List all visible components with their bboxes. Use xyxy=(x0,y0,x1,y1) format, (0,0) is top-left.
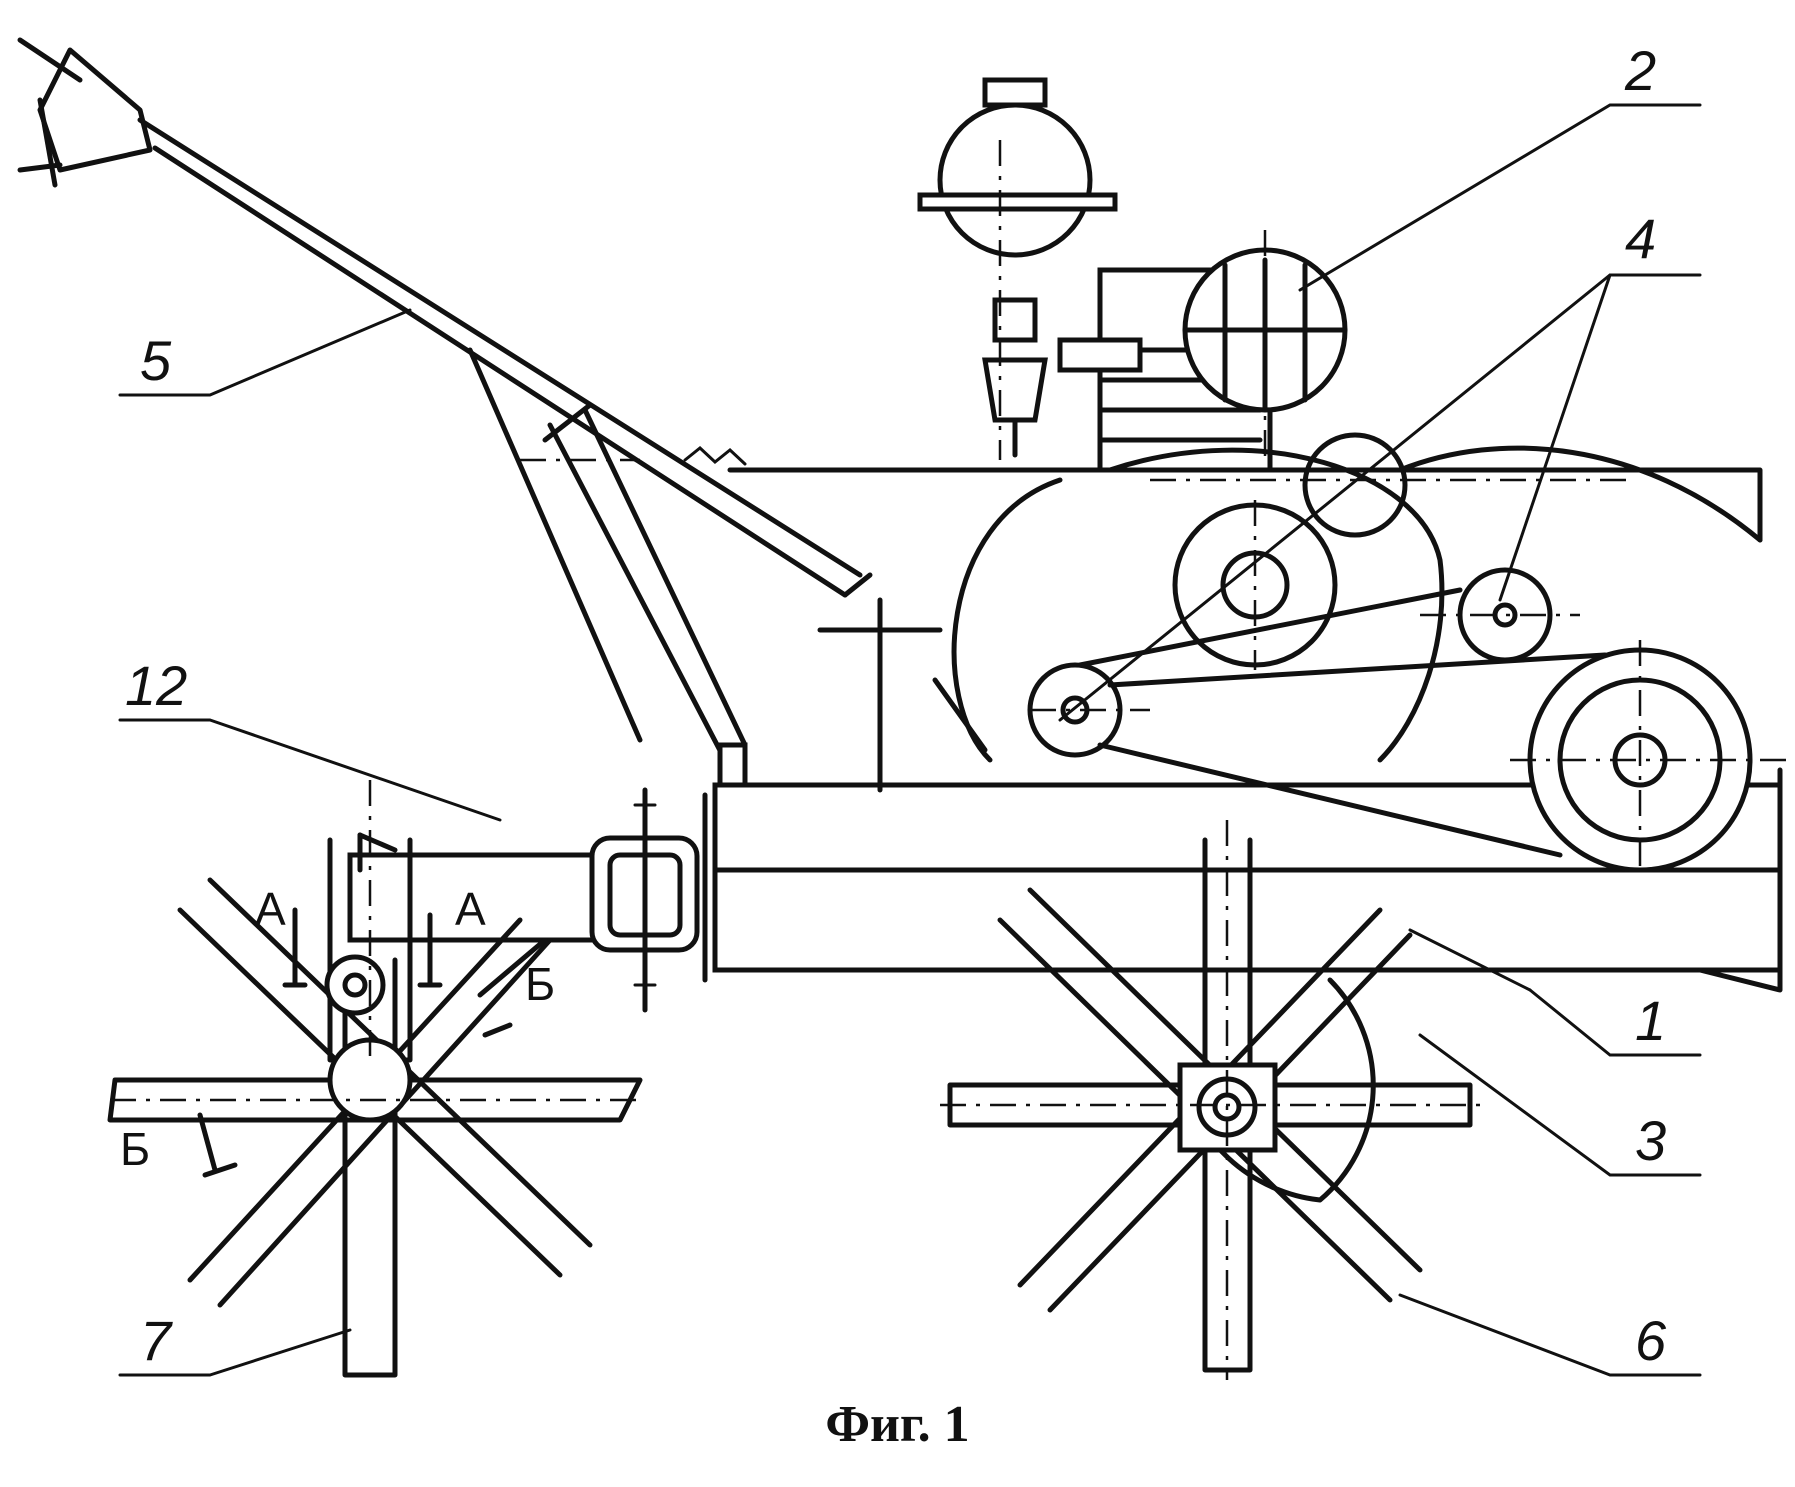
label-6: 6 xyxy=(1635,1309,1667,1372)
label-5: 5 xyxy=(140,329,172,392)
section-a-right: А xyxy=(455,883,486,935)
label-2: 2 xyxy=(1624,39,1656,102)
label-1: 1 xyxy=(1635,989,1666,1052)
figure-caption: Фиг. 1 xyxy=(0,1395,1795,1454)
part-labels: 2 4 5 12 1 3 6 7 xyxy=(125,39,1667,1372)
label-4: 4 xyxy=(1625,207,1656,270)
leader-lines xyxy=(120,105,1700,1375)
label-3: 3 xyxy=(1635,1109,1666,1172)
section-a-left: А xyxy=(255,883,286,935)
section-b-upper: Б xyxy=(525,958,555,1010)
section-b-lower: Б xyxy=(120,1123,150,1175)
label-12: 12 xyxy=(125,654,187,717)
hitch-drawbar xyxy=(350,790,697,1010)
label-7: 7 xyxy=(140,1309,173,1372)
